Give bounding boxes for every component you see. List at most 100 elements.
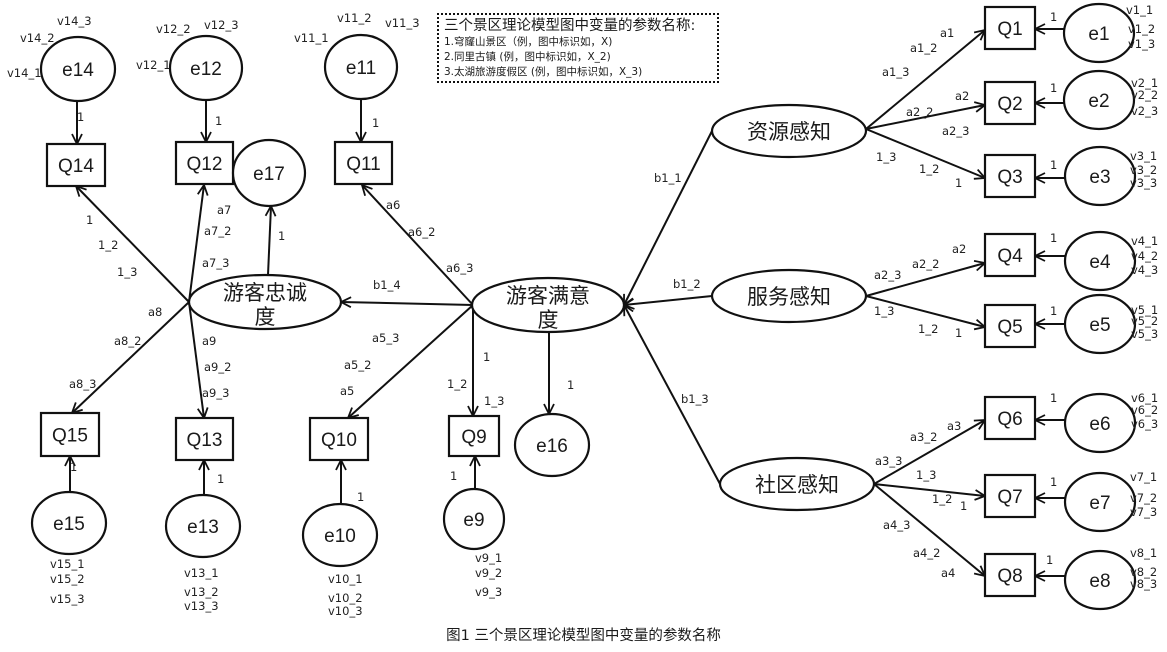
weight-label-e6: 1 [1050, 391, 1057, 405]
observed-q4: Q4 [983, 232, 1037, 278]
weight-label-e1: 1 [1050, 10, 1057, 24]
observed-label: Q1 [997, 19, 1022, 40]
observed-q5: Q5 [983, 303, 1037, 349]
error-e15: e15 [30, 490, 108, 556]
observed-q14: Q14 [45, 142, 107, 188]
variance-label-v2-1: v2_1 [1131, 76, 1158, 90]
loading-label-q12-3: a7_3 [202, 256, 229, 270]
observed-box [983, 395, 1037, 441]
error-e2: e2 [1062, 69, 1136, 131]
variance-label-v9-2: v9_2 [475, 566, 502, 580]
variance-label-v8-2: v8_2 [1130, 565, 1157, 579]
observed-box [45, 142, 107, 188]
latent-label: 游客满意 [506, 285, 590, 308]
observed-box [308, 416, 370, 462]
latent-ellipse [710, 268, 868, 324]
latent-l-res: 资源感知 [710, 103, 868, 159]
loading-label-q15-3: a8_3 [69, 377, 96, 391]
arrow-l-sat-to-l-loy [341, 302, 474, 305]
observed-label: Q9 [461, 427, 486, 448]
arrow-l-sat-to-q10 [348, 304, 474, 418]
variance-label-v3-3: v3_3 [1130, 176, 1157, 190]
observed-box [983, 5, 1037, 51]
figure-caption: 图1 三个景区理论模型图中变量的参数名称 [446, 628, 721, 644]
loading-label-q13-3: a9_3 [202, 386, 229, 400]
observed-box [983, 153, 1037, 199]
variance-label-v1-3: v1_3 [1128, 37, 1155, 51]
loading-label-q5-3: 1_3 [874, 304, 894, 318]
observed-box [983, 80, 1037, 126]
error-ellipse [168, 34, 244, 102]
observed-box [333, 140, 394, 186]
observed-label: Q10 [321, 430, 357, 451]
path-label-b1-1: b1_1 [654, 171, 682, 185]
observed-label: Q4 [997, 246, 1023, 267]
arrow-l-svc-to-l-sat [624, 295, 713, 305]
loading-label-q6-1: a3 [947, 419, 961, 433]
arrow-l-loy-to-q13 [188, 301, 204, 418]
weight-label-e12: 1 [215, 114, 222, 128]
variance-label-v9-1: v9_1 [475, 551, 502, 565]
latent-ellipse [718, 456, 876, 512]
latent-label-cont: 度 [255, 306, 276, 329]
arrow-l-loy-to-q15 [72, 301, 190, 413]
observed-q15: Q15 [39, 411, 101, 458]
error-e1: e1 [1062, 2, 1136, 64]
loading-label-q1-2: a1_2 [910, 41, 937, 55]
observed-box [174, 416, 235, 462]
latent-ellipse [470, 276, 626, 334]
variance-label-v1-1: v1_1 [1126, 3, 1153, 17]
variance-label-v10-3: v10_3 [328, 604, 363, 618]
loading-label-q3-1: 1 [955, 176, 962, 190]
variance-label-v6-3: v6_3 [1131, 417, 1158, 431]
error-e8: e8 [1063, 549, 1137, 611]
variance-label-v15-3: v15_3 [50, 592, 85, 606]
observed-q9: Q9 [447, 414, 501, 458]
loading-label-q1-3: a1_3 [882, 65, 909, 79]
error-ellipse [513, 412, 591, 478]
variance-label-v2-3: v2_3 [1131, 104, 1158, 118]
variance-label-v12-3: v12_3 [204, 18, 239, 32]
error-ellipse [442, 487, 506, 551]
latent-label: 游客忠诚 [223, 282, 307, 305]
error-e11: e11 [323, 33, 399, 101]
error-e12: e12 [168, 34, 244, 102]
weight-label-e10: 1 [357, 490, 364, 504]
error-e16: e16 [513, 412, 591, 478]
loading-label-q7-3: 1_3 [916, 468, 936, 482]
error-ellipse [1062, 2, 1136, 64]
latent-label-cont: 度 [538, 309, 559, 332]
weight-label-e16: 1 [567, 378, 574, 392]
error-e6: e6 [1063, 392, 1137, 454]
loading-label-q6-3: a3_3 [875, 454, 902, 468]
observed-q12: Q12 [174, 140, 235, 186]
weight-label-e13: 1 [217, 472, 224, 486]
weight-label-e4: 1 [1050, 231, 1057, 245]
error-e7: e7 [1063, 471, 1137, 533]
observed-q6: Q6 [983, 395, 1037, 441]
variance-label-v7-2: v7_2 [1130, 491, 1157, 505]
observed-q8: Q8 [983, 552, 1037, 598]
arrow-l-com-to-l-sat [624, 305, 721, 485]
loading-label-q13-1: a9 [202, 334, 216, 348]
variance-label-v1-2: v1_2 [1128, 22, 1155, 36]
arrow-l-svc-to-q4 [865, 263, 985, 297]
loading-label-q15-2: a8_2 [114, 334, 141, 348]
weight-label-e8: 1 [1046, 553, 1053, 567]
observed-label: Q8 [997, 566, 1022, 587]
latent-ellipse [710, 103, 868, 159]
loading-label-q11-2: a6_2 [408, 225, 435, 239]
loading-label-q7-2: 1_2 [932, 492, 952, 506]
error-label: e17 [253, 164, 285, 185]
variance-label-v12-2: v12_2 [156, 22, 191, 36]
variance-label-v4-3: v4_3 [1131, 263, 1158, 277]
error-label: e16 [536, 436, 568, 457]
arrow-l-loy-to-q14 [76, 186, 190, 303]
error-label: e11 [346, 58, 376, 79]
loading-label-q2-1: a2 [955, 89, 969, 103]
variance-label-v2-2: v2_2 [1131, 88, 1158, 102]
loading-label-q4-3: a2_3 [874, 268, 901, 282]
arrow-l-res-to-q1 [865, 30, 985, 130]
legend-line-1: 1.穹窿山景区（例，图中标识如，X) [444, 36, 613, 48]
observed-q13: Q13 [174, 416, 235, 462]
